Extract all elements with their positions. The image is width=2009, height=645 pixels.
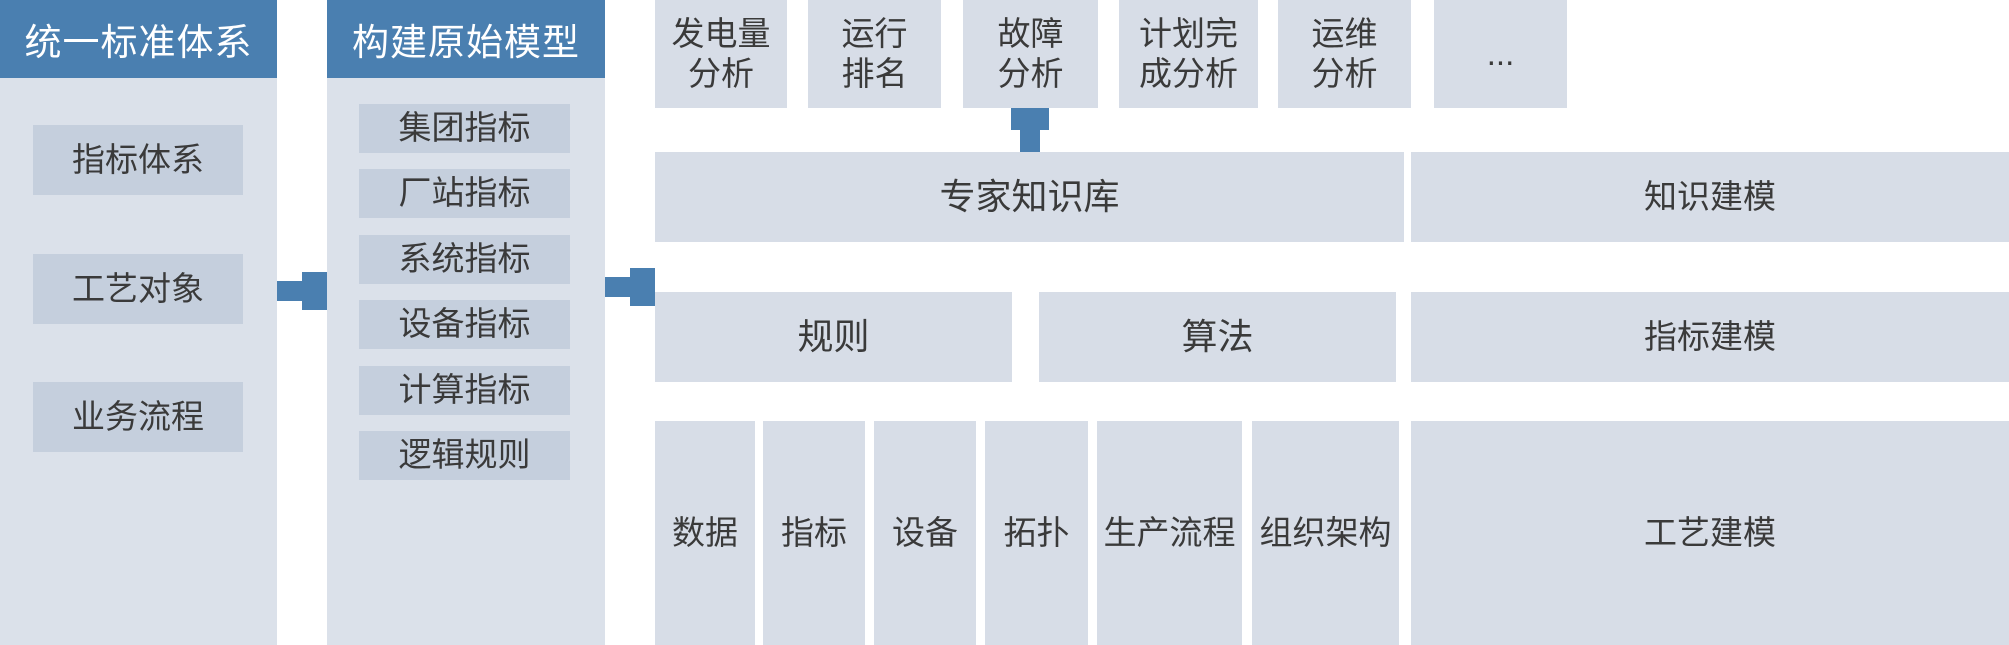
foundation-tile-production-process[interactable]: 生产流程 — [1097, 421, 1242, 645]
application-tile-generation-analysis[interactable]: 发电量 分析 — [655, 0, 787, 108]
model-column-header-label: 构建原始模型 — [352, 22, 580, 63]
application-tile-more[interactable]: ... — [1434, 0, 1567, 108]
arrow-shaft — [1020, 124, 1040, 152]
foundation-tile-organization-structure[interactable]: 组织架构 — [1252, 421, 1399, 645]
algorithms-tile[interactable]: 算法 — [1039, 292, 1396, 382]
arrow-shaft — [605, 277, 637, 297]
application-tile-label: 发电量 分析 — [671, 15, 771, 92]
application-tile-plan-completion-analysis[interactable]: 计划完 成分析 — [1119, 0, 1258, 108]
application-tile-label: 计划完 成分析 — [1139, 15, 1238, 92]
knowledge-modeling-tile[interactable]: 知识建模 — [1411, 152, 2009, 242]
standards-column-header: 统一标准体系 — [0, 0, 277, 78]
application-tile-label: ... — [1486, 35, 1515, 73]
arrow-shaft — [277, 281, 309, 301]
arrow-head — [630, 268, 655, 306]
model-item-group-indicator[interactable]: 集团指标 — [359, 104, 570, 153]
foundation-tile-label: 组织架构 — [1259, 514, 1392, 552]
model-item-calculated-indicator[interactable]: 计算指标 — [359, 366, 570, 415]
foundation-tile-label: 设备 — [892, 514, 958, 552]
model-item-label: 逻辑规则 — [398, 436, 531, 474]
foundation-tile-label: 生产流程 — [1103, 514, 1236, 552]
standards-item-indicator-system[interactable]: 指标体系 — [33, 125, 243, 195]
standards-item-process-object[interactable]: 工艺对象 — [33, 254, 243, 324]
indicator-modeling-tile[interactable]: 指标建模 — [1411, 292, 2009, 382]
process-modeling-label: 工艺建模 — [1644, 514, 1776, 552]
model-item-equipment-indicator[interactable]: 设备指标 — [359, 300, 570, 349]
model-column-header: 构建原始模型 — [327, 0, 605, 78]
foundation-tile-equipment[interactable]: 设备 — [874, 421, 976, 645]
foundation-tile-topology[interactable]: 拓扑 — [985, 421, 1088, 645]
arrow-head — [302, 272, 327, 310]
rules-tile[interactable]: 规则 — [655, 292, 1012, 382]
application-tile-om-analysis[interactable]: 运维 分析 — [1278, 0, 1411, 108]
standards-item-label: 指标体系 — [72, 140, 204, 178]
standards-item-label: 工艺对象 — [72, 269, 204, 307]
algorithms-label: 算法 — [1181, 316, 1254, 358]
model-item-system-indicator[interactable]: 系统指标 — [359, 235, 570, 284]
foundation-tile-label: 拓扑 — [1003, 514, 1070, 552]
knowledge-modeling-label: 知识建模 — [1644, 178, 1776, 216]
standards-item-label: 业务流程 — [72, 397, 204, 435]
foundation-tile-label: 数据 — [672, 514, 738, 552]
standards-item-business-process[interactable]: 业务流程 — [33, 382, 243, 452]
connector-standards-to-model-arrow-icon — [277, 272, 327, 310]
model-item-plant-indicator[interactable]: 厂站指标 — [359, 169, 570, 218]
knowledge-base-label: 专家知识库 — [939, 176, 1120, 218]
process-modeling-tile[interactable]: 工艺建模 — [1411, 421, 2009, 645]
knowledge-base-tile[interactable]: 专家知识库 — [655, 152, 1404, 242]
foundation-tile-indicator[interactable]: 指标 — [763, 421, 865, 645]
application-tile-label: 运维 分析 — [1311, 15, 1378, 92]
connector-fault-analysis-to-knowledge-base-arrow-icon — [1011, 108, 1049, 152]
model-item-label: 设备指标 — [398, 305, 531, 343]
model-item-label: 厂站指标 — [398, 174, 531, 212]
application-tile-label: 运行 排名 — [841, 15, 908, 92]
standards-column-header-label: 统一标准体系 — [24, 22, 253, 63]
foundation-tile-data[interactable]: 数据 — [655, 421, 755, 645]
model-item-logic-rule[interactable]: 逻辑规则 — [359, 431, 570, 480]
application-tile-fault-analysis[interactable]: 故障 分析 — [963, 0, 1098, 108]
model-item-label: 系统指标 — [398, 240, 531, 278]
application-tile-operation-ranking[interactable]: 运行 排名 — [808, 0, 941, 108]
foundation-tile-label: 指标 — [781, 514, 847, 552]
rules-label: 规则 — [797, 316, 870, 358]
indicator-modeling-label: 指标建模 — [1644, 318, 1776, 356]
model-item-label: 集团指标 — [398, 109, 531, 147]
application-tile-label: 故障 分析 — [997, 15, 1064, 92]
connector-model-to-applications-arrow-icon — [605, 268, 655, 306]
model-item-label: 计算指标 — [398, 371, 531, 409]
